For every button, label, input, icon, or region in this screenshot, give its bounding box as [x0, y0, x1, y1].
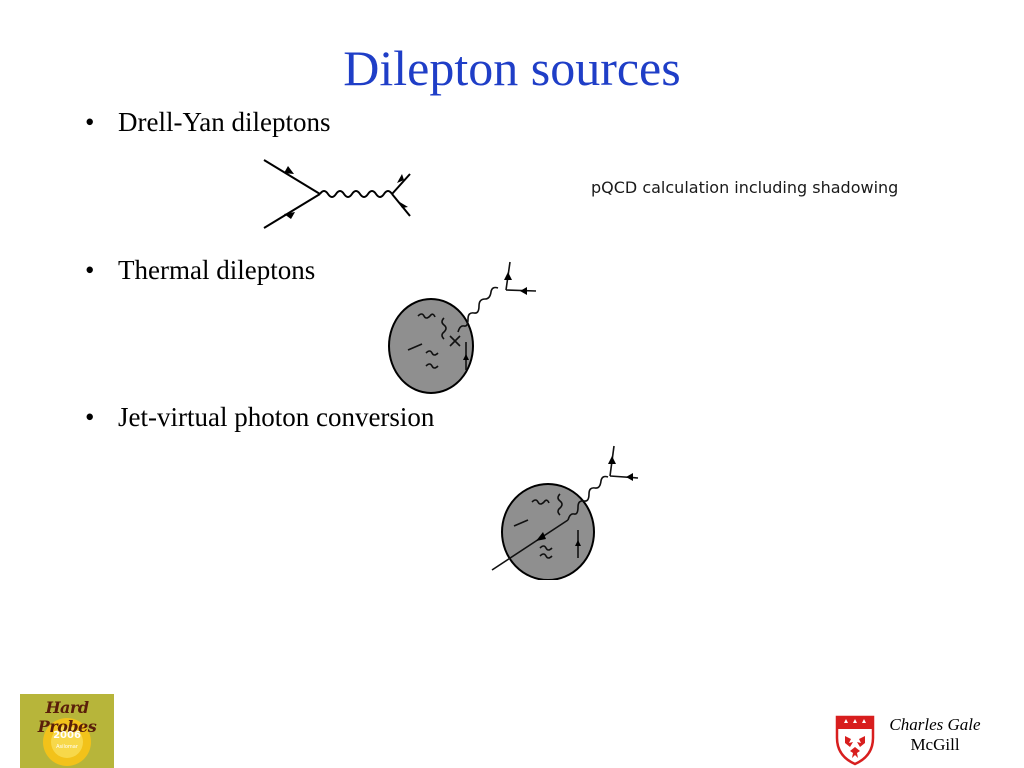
bullet-dot: •: [85, 402, 95, 432]
hard-probes-logo-icon: Hard Probes 2006 Asilomar: [20, 694, 114, 768]
logo-sun-shape: [43, 718, 91, 766]
author-block: Charles Gale McGill: [880, 715, 990, 755]
author-institution: McGill: [910, 735, 960, 754]
thermal-plasma-diagram-icon: [388, 261, 537, 394]
bullet-text: Jet-virtual photon conversion: [118, 402, 435, 432]
bullet-dot: •: [85, 255, 95, 285]
mcgill-crest-icon: [835, 715, 875, 766]
bullet-thermal: • Thermal dileptons: [85, 254, 315, 286]
logo-year: 2006: [53, 730, 81, 741]
logo-text: Hard Probes: [37, 698, 97, 736]
logo-place: Asilomar: [56, 744, 78, 750]
jet-conversion-diagram-icon: [491, 445, 639, 580]
bullet-dot: •: [85, 107, 95, 137]
bullet-drell-yan: • Drell-Yan dileptons: [85, 106, 331, 138]
bullet-text: Thermal dileptons: [118, 255, 316, 285]
bullet-jet-conversion: • Jet-virtual photon conversion: [85, 401, 434, 433]
drell-yan-feynman-diagram-icon: [263, 159, 411, 229]
bullet-text: Drell-Yan dileptons: [118, 107, 331, 137]
author-name: Charles Gale: [889, 715, 981, 734]
pqcd-note: pQCD calculation including shadowing: [591, 178, 899, 197]
slide-title: Dilepton sources: [343, 40, 681, 96]
